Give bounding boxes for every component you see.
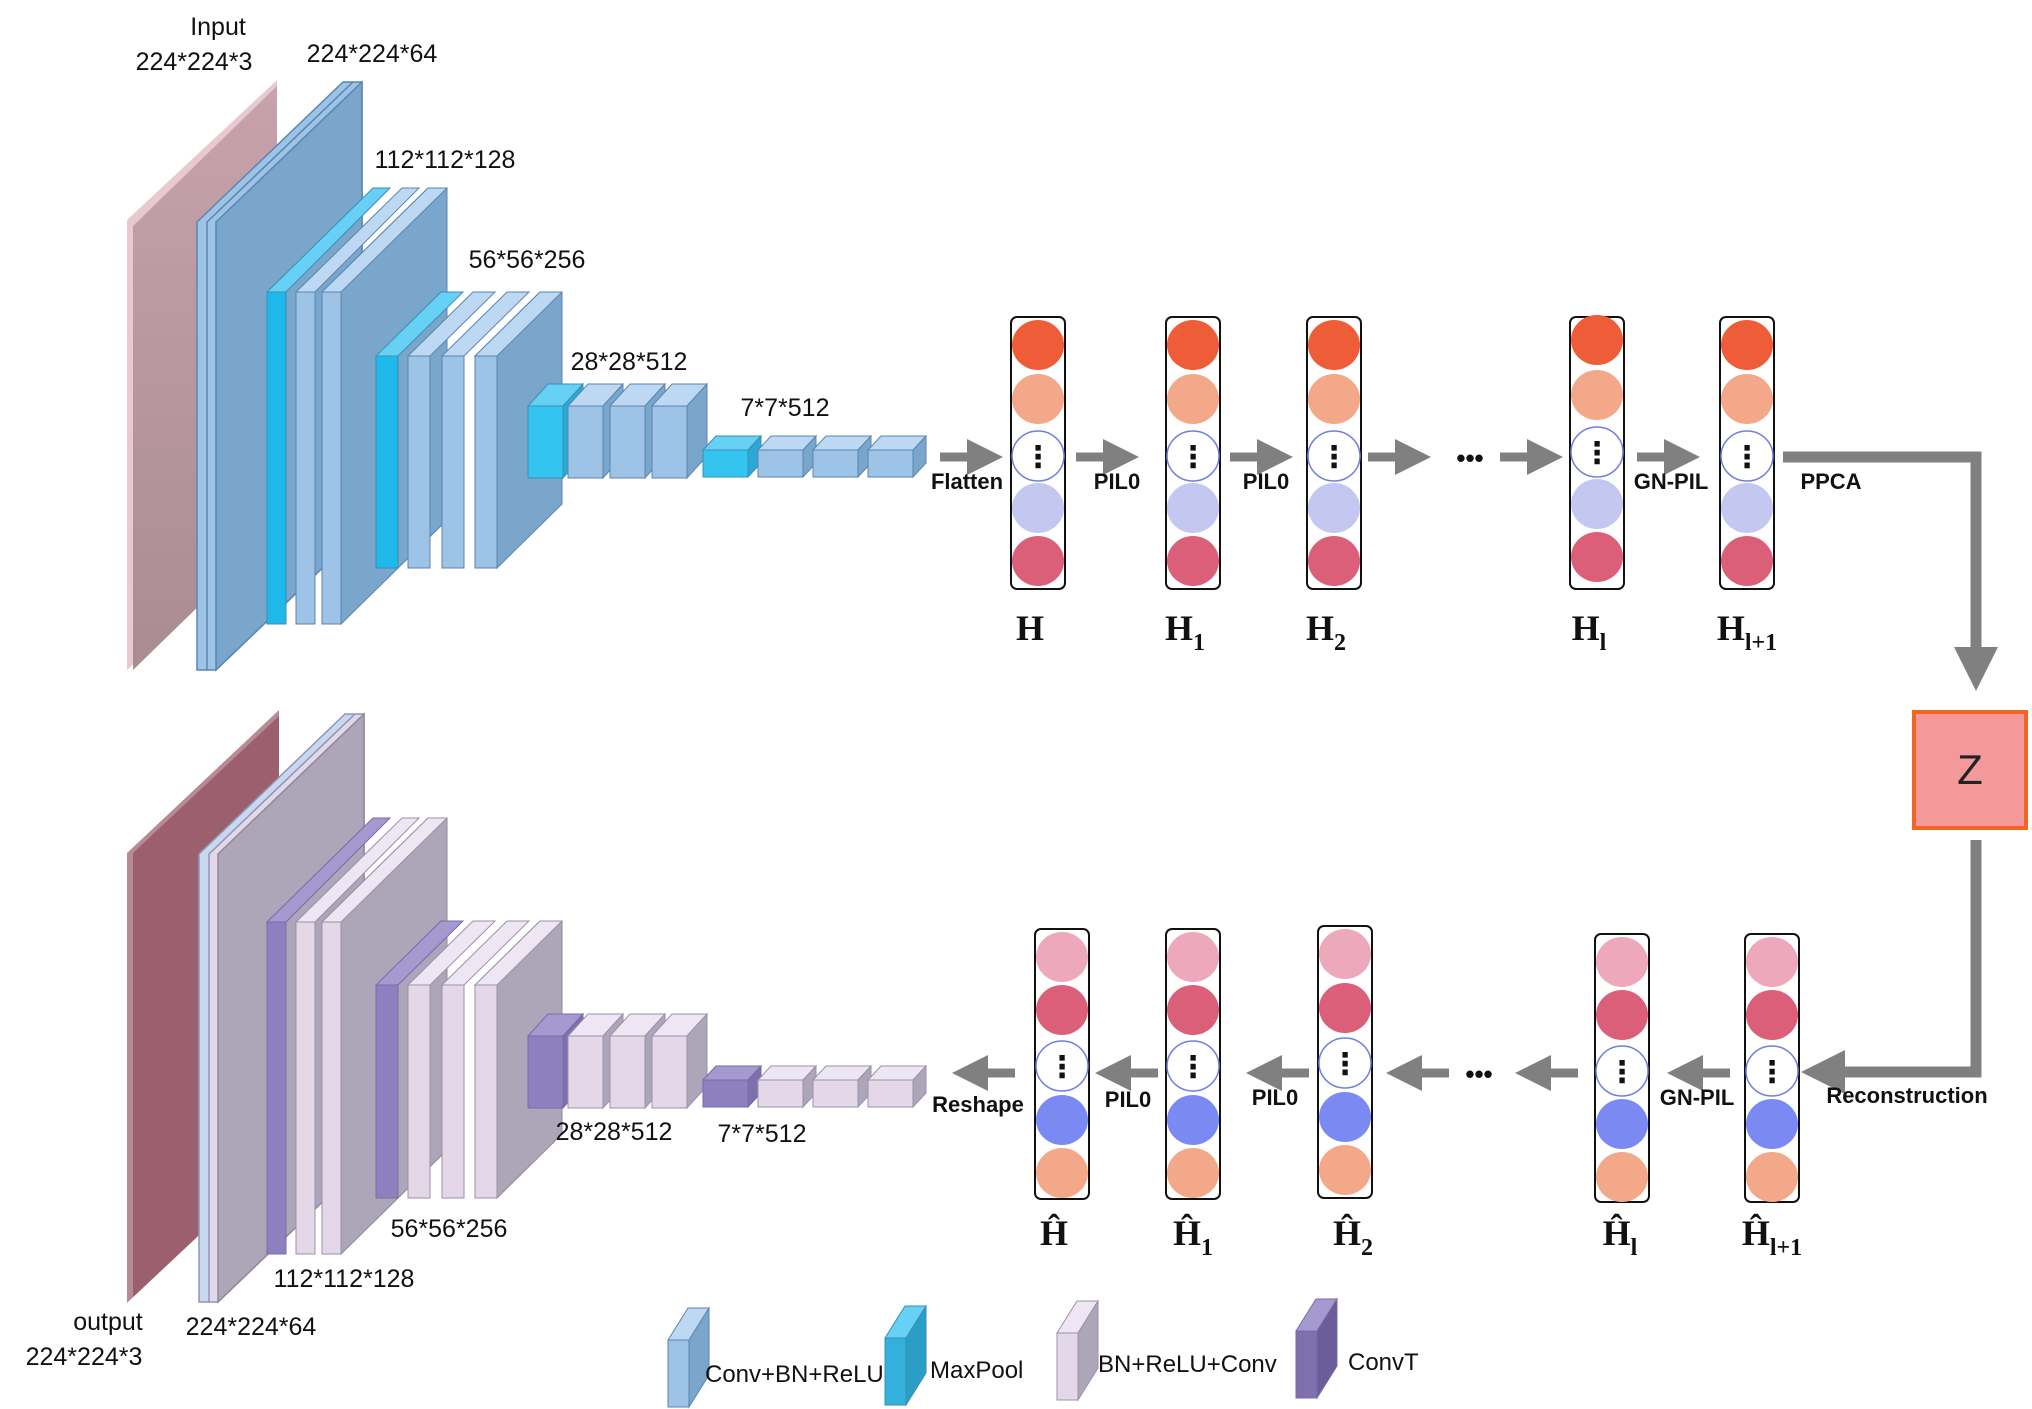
legend: Conv+BN+ReLU MaxPool BN+ReLU+Conv ConvT	[667, 1297, 1419, 1409]
vertical-dots: ⋮	[1582, 437, 1612, 470]
label-hl: Hl	[1572, 608, 1607, 656]
enc-dim-7: 7*7*512	[741, 394, 830, 422]
label-h1: H1	[1165, 608, 1205, 656]
encoder: Input 224*224*3 224*224*64 112*112*128 5…	[127, 13, 928, 672]
vector-hhatl1: ⋮	[1744, 933, 1800, 1203]
pool-block-56	[374, 291, 564, 570]
convt-block-28	[526, 1012, 709, 1110]
latent-box: Z	[1912, 710, 2028, 830]
vertical-dots: ⋮	[1178, 441, 1208, 474]
legend-conv: Conv+BN+ReLU	[667, 1306, 884, 1409]
vector-h1: ⋮	[1165, 316, 1221, 590]
op-pil0-top-1: PIL0	[1094, 469, 1140, 494]
vertical-dots: ⋮	[1607, 1056, 1637, 1089]
legend-conv-label: Conv+BN+ReLU	[705, 1361, 884, 1388]
vertical-dots: ⋮	[1319, 441, 1349, 474]
legend-convt: ConvT	[1295, 1297, 1419, 1400]
latent-label: Z	[1957, 746, 1983, 793]
vector-h2: ⋮	[1306, 316, 1362, 590]
dec-dim-112: 112*112*128	[274, 1265, 415, 1293]
dec-dim-28: 28*28*512	[556, 1118, 673, 1146]
vertical-dots: ⋮	[1757, 1056, 1787, 1089]
op-flatten: Flatten	[931, 469, 1003, 494]
output-dim-label: 224*224*3	[26, 1343, 143, 1371]
legend-maxpool-label: MaxPool	[930, 1357, 1023, 1384]
legend-maxpool: MaxPool	[884, 1304, 1023, 1407]
output-label: output	[73, 1308, 143, 1336]
label-hl1: Hl+1	[1717, 608, 1777, 656]
op-pil0-top-2: PIL0	[1243, 469, 1289, 494]
top-chain: Flatten PIL0 PIL0 GN-PIL PPCA ••• ⋮ ⋮	[931, 315, 1998, 691]
label-hhatl: Ĥl	[1603, 1213, 1638, 1261]
enc-dim-56: 56*56*256	[469, 246, 586, 274]
dec-dim-224: 224*224*64	[186, 1313, 317, 1341]
enc-dim-28: 28*28*512	[571, 348, 688, 376]
convt-block-7	[701, 1064, 928, 1109]
decoder: 28*28*512 7*7*512 56*56*256 112*112*128 …	[26, 710, 928, 1371]
enc-dim-224: 224*224*64	[307, 40, 438, 68]
vertical-dots: ⋮	[1023, 441, 1053, 474]
label-h: H	[1016, 608, 1044, 648]
op-pil0-bottom-2: PIL0	[1252, 1085, 1298, 1110]
dec-dim-56: 56*56*256	[391, 1215, 508, 1243]
convt-block-56	[374, 920, 564, 1200]
enc-dim-112: 112*112*128	[375, 146, 516, 174]
bottom-chain: Reshape PIL0 PIL0 GN-PIL Reconstruction …	[932, 925, 1988, 1261]
op-gnpil-top: GN-PIL	[1634, 469, 1709, 494]
legend-convt-label: ConvT	[1348, 1349, 1419, 1376]
reconstruction-path	[1801, 840, 1982, 1094]
ellipsis-top: •••	[1456, 443, 1483, 473]
ellipsis-bottom: •••	[1465, 1059, 1492, 1089]
vertical-dots: ⋮	[1178, 1051, 1208, 1084]
op-reconstruction: Reconstruction	[1826, 1083, 1987, 1108]
legend-bnconv: BN+ReLU+Conv	[1056, 1299, 1277, 1402]
input-dim-label: 224*224*3	[136, 48, 253, 76]
label-h2: H2	[1306, 608, 1346, 656]
op-pil0-bottom-1: PIL0	[1105, 1087, 1151, 1112]
vertical-dots: ⋮	[1732, 441, 1762, 474]
vector-hhat1: ⋮	[1165, 928, 1221, 1200]
dec-dim-7: 7*7*512	[718, 1120, 807, 1148]
vertical-dots: ⋮	[1047, 1051, 1077, 1084]
vector-hl: ⋮	[1569, 315, 1625, 590]
op-reshape: Reshape	[932, 1092, 1024, 1117]
vector-hhat: ⋮	[1034, 928, 1090, 1200]
vector-hhatl: ⋮	[1594, 933, 1650, 1203]
op-ppca: PPCA	[1800, 469, 1861, 494]
input-label: Input	[190, 13, 246, 41]
vector-hhat2: ⋮	[1317, 925, 1373, 1199]
pool-block-7	[701, 434, 928, 479]
pool-block-28	[526, 382, 709, 480]
op-gnpil-bottom: GN-PIL	[1660, 1085, 1735, 1110]
vector-h: ⋮	[1010, 316, 1066, 590]
legend-bnconv-label: BN+ReLU+Conv	[1098, 1351, 1277, 1378]
vertical-dots: ⋮	[1330, 1048, 1360, 1081]
label-hhat2: Ĥ2	[1333, 1213, 1373, 1261]
label-hhat1: Ĥ1	[1173, 1213, 1213, 1261]
label-hhatl1: Ĥl+1	[1742, 1213, 1802, 1261]
label-hhat: Ĥ	[1040, 1213, 1068, 1253]
vector-hl1: ⋮	[1719, 316, 1775, 590]
